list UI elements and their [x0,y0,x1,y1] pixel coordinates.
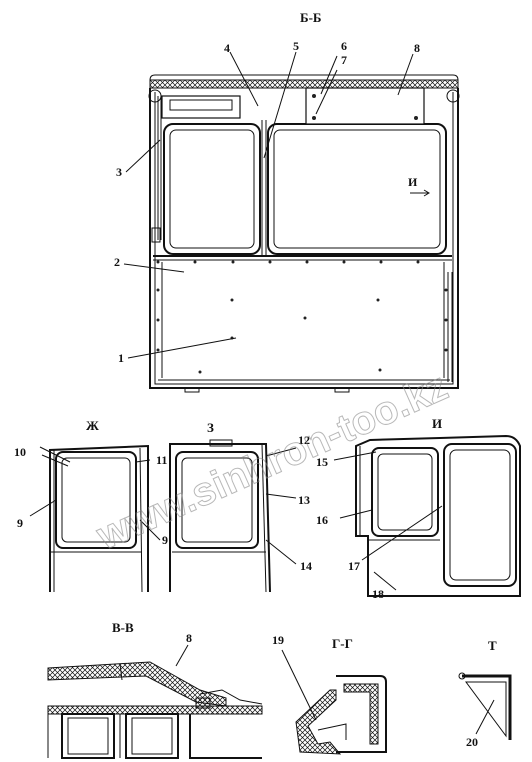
z-latch [209,439,233,447]
t-leader [475,699,495,735]
callout-15: 15 [316,455,328,469]
section-title-vv: В-В [112,620,134,635]
callout-2: 2 [114,255,120,269]
vv-box-mid-inner [131,717,173,755]
section-title-i: И [432,416,442,431]
roof-edge [149,74,459,88]
bottom-lug [184,387,200,393]
bolt [414,116,418,120]
callout-1: 1 [118,351,124,365]
i-rear-window-glass [449,449,511,581]
t-end [458,672,466,680]
vv-box-left-inner [67,717,109,755]
callout-8: 8 [414,41,420,55]
cab-outer-frame [149,88,459,389]
lower-panel-edges [161,262,445,378]
callout-16: 16 [316,513,328,527]
vent-panel [161,95,241,119]
gg-profile [343,683,379,745]
middle-pillar [261,120,267,256]
callout-14: 14 [300,559,312,573]
callout-20: 20 [466,735,478,749]
t-angle [462,674,512,740]
callout-3: 3 [116,165,122,179]
view-arrow [410,189,430,197]
vv-box-mid [125,713,179,759]
view-i: И [333,416,521,597]
callout-4: 4 [224,41,230,55]
rivets [156,260,448,374]
bottom-lug [334,387,350,393]
i-rear-window-frame [443,443,517,587]
vv-floor-beam [47,705,263,715]
callout-5: 5 [293,39,299,53]
gg-frame [336,675,387,753]
section-title-t: Т [488,638,497,653]
section-title-bb: Б-Б [300,10,322,25]
corner-right [446,89,460,103]
section-title-z: З [207,420,214,435]
vv-walls [47,714,121,758]
roof-rail [149,79,459,89]
zh-window-glass [61,457,131,543]
vv-box-right [189,714,262,759]
leaders-bb [123,51,414,359]
cab-inner-frame [154,92,454,385]
z-window-frame [175,451,259,549]
i-door-window-glass [377,453,433,531]
callout-12: 12 [298,433,310,447]
plate-8 [305,87,425,125]
callout-19: 19 [272,633,284,647]
right-strip [447,272,453,382]
view-bb: Б-Б [148,10,460,393]
vv-leader [175,644,189,667]
callout-18: 18 [372,587,384,601]
view-t: Т [458,638,512,740]
z-outline [169,443,271,593]
i-door-window-frame [371,447,439,537]
i-outline [355,434,521,597]
callout-10: 10 [14,445,26,459]
callout-7: 7 [341,53,347,67]
right-window-frame [267,123,447,255]
section-title-zh: Ж [86,418,99,433]
bolt [312,94,316,98]
callout-17: 17 [348,559,360,573]
zh-edge-right [139,447,143,593]
callout-13: 13 [298,493,310,507]
view-zh: Ж [29,418,161,593]
hinge [151,227,161,243]
gg-seal [295,689,342,755]
vv-bracket [199,689,263,705]
section-gg: Г-Г [281,636,387,755]
z-leaders [265,447,297,565]
gg-glass [317,723,347,740]
left-window-frame [163,123,261,255]
callout-6: 6 [341,39,347,53]
vent-slot [169,99,233,111]
right-window-glass [273,129,441,249]
view-z: З [169,420,297,593]
section-vv: В-В [47,620,263,759]
vv-joint [119,663,123,681]
left-window-glass [169,129,255,249]
bolt [312,116,316,120]
z-window-glass [181,457,253,543]
vv-clip [195,697,211,709]
callout-9-right: 9 [162,533,168,547]
zh-outline [49,444,149,592]
z-edge [261,443,267,593]
callout-8-vv: 8 [186,631,192,645]
zh-leaders [29,446,161,541]
left-pillar [157,96,162,240]
vv-box-left [61,713,115,759]
i-leaders [333,451,443,591]
section-title-gg: Г-Г [332,636,353,651]
t-gusset [465,681,507,738]
view-arrow-label: И [408,175,418,189]
callout-9-left: 9 [17,516,23,530]
callout-11: 11 [156,453,167,467]
gg-leader [281,649,317,721]
